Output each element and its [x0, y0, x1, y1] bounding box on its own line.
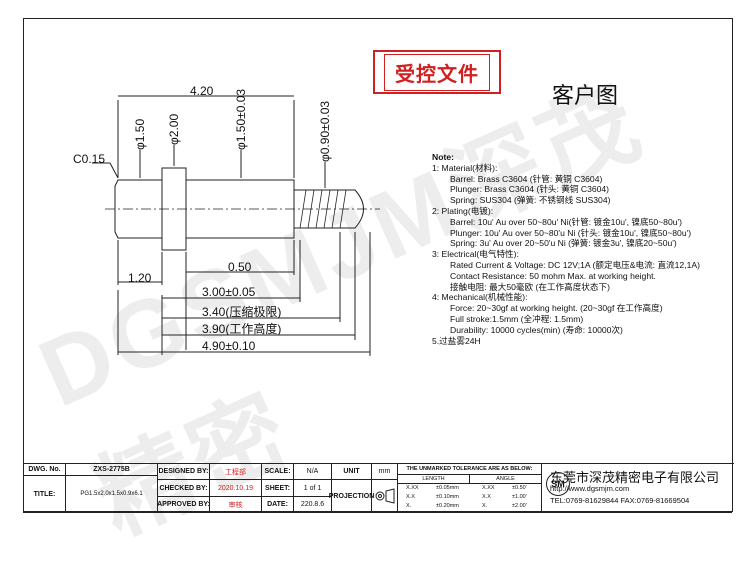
- company-block: SM: [542, 464, 732, 513]
- unit-label: UNIT: [332, 464, 372, 480]
- company-logo: SM: [546, 472, 570, 496]
- note-line: Barrel: Brass C3604 (针管: 黄铜 C3604): [450, 173, 603, 184]
- title-block: DWG. No. ZXS-2775B TITLE: PG1.5x2.0x1.5x…: [23, 463, 734, 513]
- tolerance-length-label: LENGTH: [398, 475, 470, 484]
- dim-collar-diameter: φ2.00: [167, 113, 181, 145]
- note-line: Plunger: 10u' Au over 50~80'u Ni (针头: 镀金…: [450, 227, 692, 238]
- note-line: Durability: 10000 cycles(min) (寿命: 10000…: [450, 324, 623, 335]
- dim-390: 3.90(工作高度): [202, 322, 282, 336]
- designed-by-value: 工程部: [210, 464, 262, 480]
- note-line: 2: Plating(电镀):: [432, 205, 494, 216]
- note-line: Full stroke:1.5mm (全冲程: 1.5mm): [450, 313, 584, 324]
- date-value: 220.8.6: [294, 497, 332, 513]
- tolerance-row: X.X±0.10mm X.X±1.00': [406, 494, 527, 500]
- note-line: 5.过盐雾24H: [432, 335, 481, 346]
- approved-by-label: APPROVED BY:: [157, 497, 210, 513]
- plunger: [293, 189, 364, 229]
- date-label: DATE:: [262, 497, 294, 513]
- note-line: 4: Mechanical(机械性能):: [432, 292, 528, 303]
- drawing-frame: [23, 18, 733, 512]
- dim-050: 0.50: [228, 260, 252, 274]
- projection-label: PROJECTION: [329, 480, 374, 513]
- dim-340: 3.40(压缩极限): [202, 305, 282, 319]
- dim-490: 4.90±0.10: [202, 339, 256, 353]
- note-line: Spring: 3u' Au over 20~50'u Ni (弹簧: 镀金3u…: [450, 238, 677, 249]
- company-name: 东莞市深茂精密电子有限公司: [550, 471, 720, 486]
- title-label: TITLE:: [24, 476, 66, 513]
- checked-by-label: CHECKED BY:: [158, 480, 210, 497]
- controlled-document-stamp: 受控文件: [373, 50, 501, 94]
- dim-tail-diameter: φ1.50±0.03: [234, 88, 248, 150]
- note-line: 1: Material(材料):: [432, 162, 498, 173]
- checked-by-value: 2020.10.19: [210, 480, 262, 497]
- notes-heading: Note:: [432, 152, 454, 162]
- title-value: PG1.5x2.0x1.5x0.9x6.1: [66, 476, 158, 513]
- tolerance-row: X.XX±0.05mm X.XX±0.50': [406, 485, 527, 491]
- note-line: Spring: SUS304 (弹簧: 不锈钢线 SUS304): [450, 195, 611, 206]
- dim-plunger-diameter: φ0.90±0.03: [318, 100, 332, 162]
- sheet-value: 1 of 1: [294, 480, 332, 497]
- company-contact: TEL:0769-81629844 FAX:0769-81669504: [550, 496, 690, 505]
- note-line: 接触电阻: 最大50毫欧 (在工作高度状态下): [450, 281, 610, 292]
- projection-symbol: [372, 480, 398, 513]
- company-website: http://www.dgsmjm.com: [550, 484, 630, 493]
- note-line: Force: 20~30gf at working height. (20~30…: [450, 303, 663, 314]
- approved-by-value: 审核: [210, 497, 262, 513]
- tolerance-row: X.±0.20mm X.±2.00': [406, 503, 527, 509]
- tolerance-header: THE UNMARKED TOLERANCE ARE AS BELOW:: [398, 464, 542, 475]
- note-line: 3: Electrical(电气特性):: [432, 249, 519, 260]
- dwg-no-value: ZXS-2775B: [66, 464, 158, 476]
- dim-overall-barrel: 4.20: [190, 84, 214, 98]
- drawing-title: 客户图: [552, 84, 619, 109]
- note-line: Rated Current & Voltage: DC 12V;1A (额定电压…: [450, 259, 700, 270]
- scale-label: SCALE:: [262, 464, 294, 480]
- scale-value: N/A: [294, 464, 332, 480]
- notes-block: Note: 1: Material(材料): Barrel: Brass C36…: [432, 152, 732, 346]
- unit-value: mm: [372, 464, 398, 480]
- projection-icon: [375, 488, 394, 504]
- dim-120: 1.20: [128, 271, 152, 285]
- designed-by-label: DESIGNED BY:: [158, 464, 210, 480]
- note-line: Contact Resistance: 50 mohm Max. at work…: [450, 270, 656, 281]
- pin-drawing: [92, 95, 380, 356]
- dwg-no-label: DWG. No.: [24, 464, 66, 476]
- note-line: Plunger: Brass C3604 (针头: 黄铜 C3604): [450, 184, 610, 195]
- note-line: Barrel: 10u' Au over 50~80u' Ni(针管: 镀金10…: [450, 216, 683, 227]
- dim-300: 3.00±0.05: [202, 285, 256, 299]
- dim-barrel-diameter: φ1.50: [133, 118, 147, 150]
- tolerance-table: X.XX±0.05mm X.XX±0.50' X.X±0.10mm X.X±1.…: [398, 484, 542, 513]
- dim-chamfer: C0.15: [73, 152, 106, 166]
- tolerance-angle-label: ANGLE: [470, 475, 542, 484]
- sheet-label: SHEET:: [262, 480, 294, 497]
